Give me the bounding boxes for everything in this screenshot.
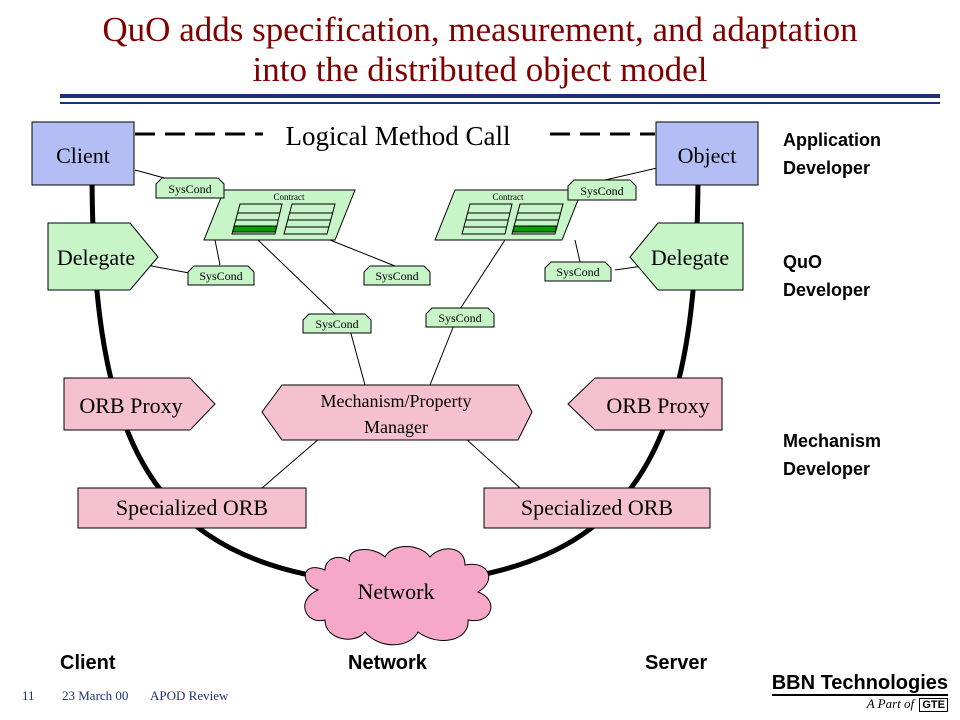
mechanism-label-line-1: Mechanism/Property bbox=[321, 391, 472, 411]
syscond-delegate-server-label: SysCond bbox=[556, 265, 599, 279]
client-box bbox=[31, 121, 135, 186]
specialized-orb-server-label: Specialized ORB bbox=[521, 495, 673, 520]
syscond-contract-left-label: SysCond bbox=[375, 269, 418, 283]
object-box-label: Object bbox=[678, 143, 737, 168]
delegate-client-label: Delegate bbox=[57, 245, 135, 270]
footer-page-number: 11 bbox=[22, 688, 35, 703]
syscond-client-top: SysCond bbox=[155, 177, 225, 199]
bbn-gte-logo: BBN Technologies A Part of GTE bbox=[771, 672, 948, 712]
orb-proxy-server bbox=[567, 377, 723, 431]
logical-call-label: Logical Method Call bbox=[286, 121, 511, 151]
gte-logo-mark: GTE bbox=[919, 698, 948, 712]
tier-network: Network bbox=[348, 652, 427, 674]
syscond-client-top-label: SysCond bbox=[168, 182, 211, 196]
syscond-mechanism-left-label: SysCond bbox=[315, 317, 358, 331]
delegate-client bbox=[47, 222, 159, 291]
specialized-orb-client bbox=[77, 487, 307, 529]
logo-name: BBN Technologies bbox=[771, 672, 948, 696]
title-rule-thick bbox=[60, 94, 940, 98]
network-cloud bbox=[304, 546, 492, 646]
syscond-delegate-client: SysCond bbox=[187, 265, 255, 286]
delegate-server bbox=[629, 222, 744, 291]
mechanism-label-line-2: Manager bbox=[364, 417, 428, 437]
syscond-contract-left: SysCond bbox=[363, 265, 431, 286]
syscond-mechanism-right: SysCond bbox=[425, 307, 495, 328]
footer-event: APOD Review bbox=[150, 688, 229, 703]
syscond-mechanism-right-label: SysCond bbox=[438, 311, 481, 325]
contract-left-label: Contract bbox=[274, 192, 305, 202]
syscond-mechanism-left: SysCond bbox=[302, 313, 372, 334]
syscond-object-top: SysCond bbox=[567, 179, 637, 201]
mechanism-property-manager bbox=[261, 384, 533, 441]
footer-date: 23 March 00 bbox=[62, 688, 129, 703]
title-rule-thin bbox=[60, 102, 940, 104]
page-title-line-1: QuO adds specification, measurement, and… bbox=[102, 10, 858, 49]
tier-server: Server bbox=[645, 652, 708, 674]
logo-tagline: A Part of bbox=[866, 696, 915, 711]
page-title-line-2: into the distributed object model bbox=[252, 50, 708, 89]
tier-client: Client bbox=[60, 652, 116, 674]
contract-right-label: Contract bbox=[493, 192, 524, 202]
syscond-object-top-label: SysCond bbox=[580, 184, 623, 198]
orb-proxy-client bbox=[63, 377, 216, 431]
syscond-delegate-client-label: SysCond bbox=[199, 269, 242, 283]
object-box bbox=[655, 121, 759, 186]
contract-right: Contract bbox=[434, 189, 583, 241]
syscond-delegate-server: SysCond bbox=[544, 261, 612, 282]
specialized-orb-server bbox=[483, 487, 711, 529]
delegate-server-label: Delegate bbox=[651, 245, 729, 270]
contract-left: Contract bbox=[203, 189, 356, 241]
orb-proxy-client-label: ORB Proxy bbox=[79, 393, 182, 418]
specialized-orb-client-label: Specialized ORB bbox=[116, 495, 268, 520]
client-box-label: Client bbox=[56, 143, 110, 168]
network-cloud-label: Network bbox=[358, 579, 435, 604]
orb-proxy-server-label: ORB Proxy bbox=[606, 393, 709, 418]
